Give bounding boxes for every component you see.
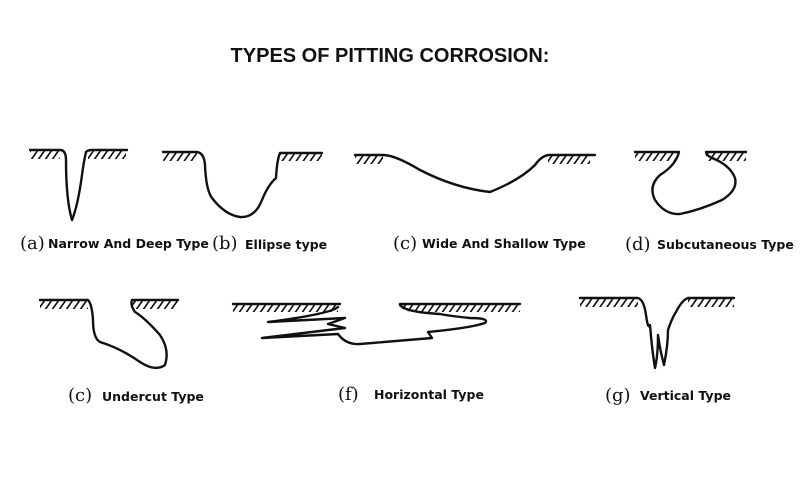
label-b: (b) Ellipse type xyxy=(212,233,327,254)
label-letter: (b) xyxy=(212,233,238,254)
label-letter: (f) xyxy=(338,384,359,405)
diagram-title: TYPES OF PITTING CORROSION: xyxy=(231,45,550,67)
label-a: (a) Narrow And Deep Type xyxy=(20,233,209,254)
pit-horizontal xyxy=(231,302,522,346)
label-text: Narrow And Deep Type xyxy=(48,236,209,251)
pit-vertical xyxy=(578,296,736,370)
label-text: Undercut Type xyxy=(102,389,204,404)
pit-ellipse xyxy=(161,150,324,219)
pit-subcutaneous xyxy=(633,150,748,216)
label-c: (c) Wide And Shallow Type xyxy=(393,233,586,254)
pit-wide-shallow xyxy=(353,153,597,194)
label-e: (c) Undercut Type xyxy=(68,385,204,406)
label-text: Wide And Shallow Type xyxy=(422,236,586,251)
label-letter: (a) xyxy=(20,233,45,254)
pit-undercut xyxy=(38,298,180,370)
label-d: (d) Subcutaneous Type xyxy=(625,234,794,255)
label-letter: (c) xyxy=(68,385,92,406)
label-text: Horizontal Type xyxy=(374,387,484,402)
label-letter: (g) xyxy=(605,385,631,406)
pit-narrow-deep xyxy=(28,148,129,222)
label-text: Vertical Type xyxy=(640,388,731,403)
label-letter: (c) xyxy=(393,233,417,254)
label-letter: (d) xyxy=(625,234,651,255)
label-text: Ellipse type xyxy=(245,237,327,252)
label-text: Subcutaneous Type xyxy=(657,237,794,252)
label-g: (g) Vertical Type xyxy=(605,385,731,406)
label-f: (f) Horizontal Type xyxy=(338,384,484,405)
